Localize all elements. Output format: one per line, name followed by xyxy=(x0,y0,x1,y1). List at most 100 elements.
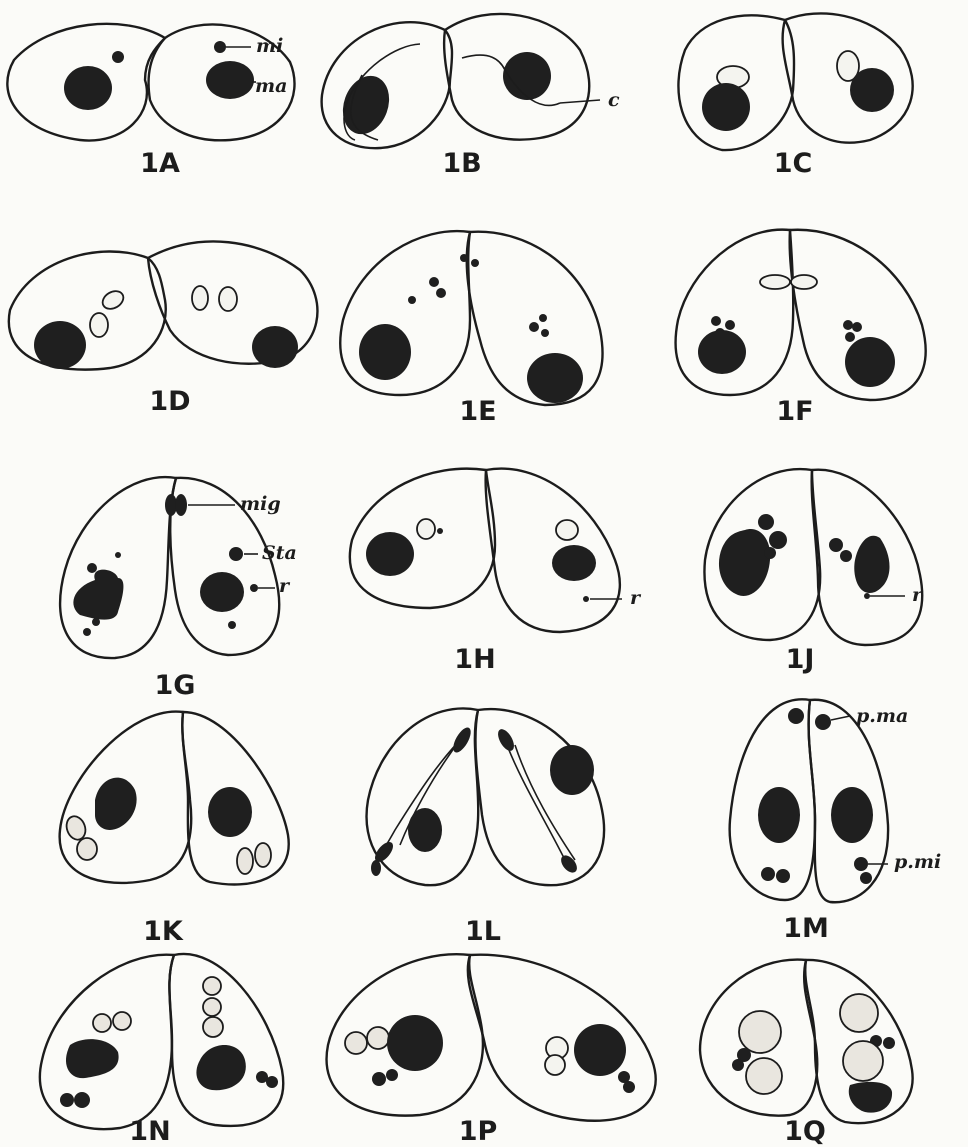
micronucleus xyxy=(864,593,870,599)
cell-outline-left xyxy=(322,22,452,148)
micronucleus xyxy=(87,563,97,573)
pronucleus-micronuclear xyxy=(776,869,790,883)
macronucleus xyxy=(34,321,86,369)
micronucleus xyxy=(845,332,855,342)
figure-1E: 1E xyxy=(340,231,602,427)
macronucleus xyxy=(550,745,594,795)
micronucleus xyxy=(883,1037,895,1049)
figure-1C: 1C xyxy=(678,13,912,179)
label-c: c xyxy=(608,89,620,111)
macronucleus xyxy=(64,66,112,110)
figure-caption: 1N xyxy=(129,1116,170,1147)
macronucleus xyxy=(831,787,873,843)
micronucleus xyxy=(436,288,446,298)
figure-caption: 1E xyxy=(459,396,496,427)
nuclear-vesicle xyxy=(255,843,271,867)
macronucleus xyxy=(552,545,596,581)
figure-caption: 1F xyxy=(776,396,813,427)
figure-caption: 1C xyxy=(774,148,813,179)
nuclear-vesicle xyxy=(90,313,108,337)
figure-caption: 1Q xyxy=(784,1116,826,1147)
nuclear-vesicle xyxy=(192,286,208,310)
micronucleus xyxy=(529,322,539,332)
division-pole xyxy=(495,727,517,754)
nuclear-vesicle xyxy=(219,287,237,311)
macronucleus xyxy=(208,787,252,837)
figure-caption: 1J xyxy=(786,644,815,675)
macronucleus xyxy=(408,808,442,852)
nuclear-vesicle xyxy=(345,1032,367,1054)
micronucleus xyxy=(541,329,549,337)
leader-line xyxy=(831,716,850,720)
nuclear-vesicle xyxy=(760,275,790,289)
figure-caption: 1A xyxy=(140,148,180,179)
macronucleus xyxy=(854,536,889,593)
micronucleus xyxy=(60,1093,74,1107)
macronucleus xyxy=(196,1045,245,1090)
figure-1M: p.ma p.mi 1M xyxy=(730,699,942,944)
leader-line xyxy=(560,100,600,103)
nuclear-vesicle xyxy=(840,994,878,1032)
macronucleus xyxy=(850,68,894,112)
micronucleus xyxy=(74,1092,90,1108)
micronucleus xyxy=(92,618,100,626)
figure-1H: r 1H xyxy=(350,469,642,675)
figure-1K: 1K xyxy=(60,712,289,947)
figure-caption: 1P xyxy=(459,1116,498,1147)
pronucleus-macronuclear xyxy=(788,708,804,724)
nuclear-vesicle xyxy=(417,519,435,539)
pronucleus-macronuclear xyxy=(815,714,831,730)
label-ma: ma xyxy=(255,75,287,97)
division-pole xyxy=(558,852,580,875)
macronucleus xyxy=(200,572,244,612)
figure-1Q: 1Q xyxy=(700,960,913,1147)
micronucleus xyxy=(829,538,843,552)
nuclear-vesicle xyxy=(556,520,578,540)
figure-caption: 1K xyxy=(143,916,184,947)
figure-caption: 1H xyxy=(454,644,495,675)
pronucleus-micronuclear xyxy=(761,867,775,881)
nuclear-vesicle xyxy=(746,1058,782,1094)
label-r: r xyxy=(279,575,291,597)
micronucleus xyxy=(539,314,547,322)
micronucleus xyxy=(623,1081,635,1093)
figure-caption: 1L xyxy=(465,916,501,947)
label-r: r xyxy=(630,587,642,609)
macronucleus xyxy=(73,570,123,620)
nuclear-vesicle xyxy=(739,1011,781,1053)
nuclear-vesicle xyxy=(77,838,97,860)
micronucleus xyxy=(711,316,721,326)
figure-caption: 1G xyxy=(155,670,196,701)
label-sta: Sta xyxy=(262,542,297,564)
macronucleus xyxy=(66,1039,119,1078)
macronucleus xyxy=(387,1015,443,1071)
label-mi: mi xyxy=(256,35,283,57)
macronucleus xyxy=(527,353,583,403)
macronucleus xyxy=(574,1024,626,1076)
micronucleus xyxy=(764,547,776,559)
micronucleus xyxy=(115,552,121,558)
micronucleus xyxy=(228,621,236,629)
figure-caption: 1B xyxy=(442,148,481,179)
figure-1P: 1P xyxy=(327,954,656,1147)
nuclear-vesicle xyxy=(113,1012,131,1030)
figure-1N: 1N xyxy=(40,954,283,1147)
micronucleus xyxy=(408,296,416,304)
figure-1D: 1D xyxy=(9,241,318,417)
pronucleus-micronuclear xyxy=(860,872,872,884)
nuclear-vesicle xyxy=(843,1041,883,1081)
division-pole xyxy=(371,860,381,876)
macronucleus xyxy=(95,778,137,830)
micronucleus xyxy=(386,1069,398,1081)
macronucleus xyxy=(845,337,895,387)
division-pole xyxy=(450,725,474,755)
label-p-mi: p.mi xyxy=(894,851,941,873)
micronucleus xyxy=(112,51,124,63)
micronucleus xyxy=(229,547,243,561)
figure-1L: 1L xyxy=(367,708,605,947)
macronucleus xyxy=(503,52,551,100)
figure-caption: 1M xyxy=(783,913,829,944)
macronucleus xyxy=(252,326,298,368)
macronucleus xyxy=(758,787,800,843)
